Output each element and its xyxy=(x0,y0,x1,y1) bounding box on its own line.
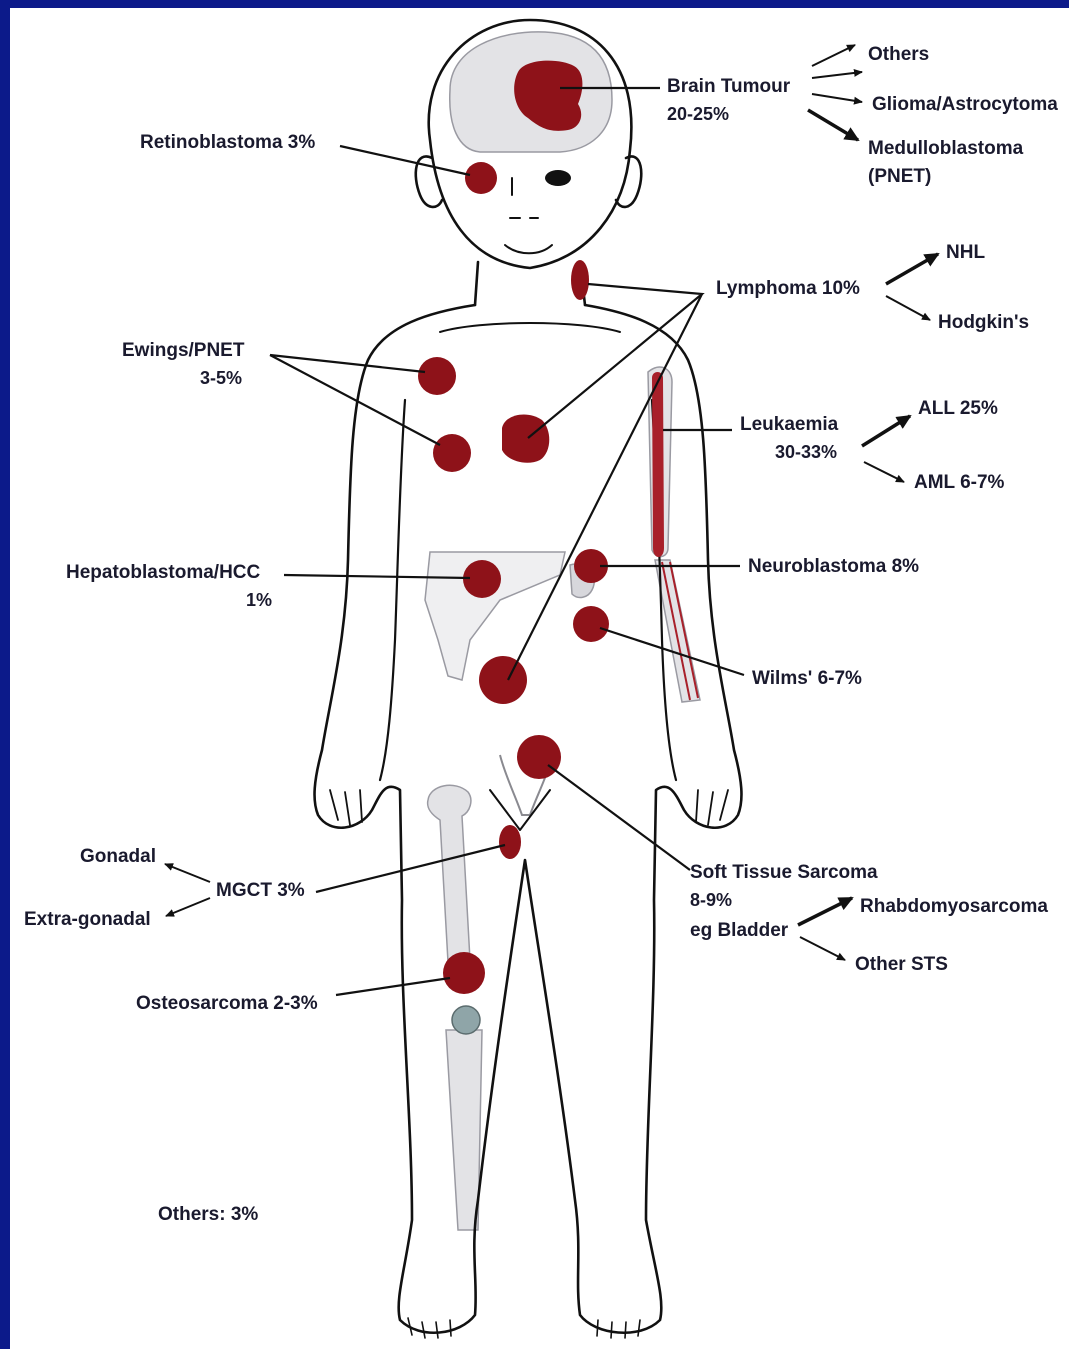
rhabdo-arrow xyxy=(798,898,852,925)
label-brain-pct: 20-25% xyxy=(667,104,729,124)
left-toes xyxy=(408,1318,451,1338)
labels: Brain Tumour 20-25% Others Glioma/Astroc… xyxy=(24,44,1058,1225)
label-osteo: Osteosarcoma 2-3% xyxy=(136,993,318,1014)
other-sts-arrow xyxy=(800,937,845,960)
lymphoma-chest-site xyxy=(502,414,549,462)
right-eye xyxy=(545,170,571,186)
leader-lines xyxy=(270,88,744,995)
ewings-humerus-site xyxy=(433,434,471,472)
lymphoma-neck-site xyxy=(571,260,589,300)
label-pnet-paren: (PNET) xyxy=(868,166,931,187)
label-mgct: MGCT 3% xyxy=(216,880,305,901)
extra-gonadal-arrow xyxy=(166,898,210,916)
right-hand xyxy=(696,790,728,825)
others-arrow-2 xyxy=(812,72,862,78)
label-hepato: Hepatoblastoma/HCC xyxy=(66,562,261,583)
label-extra-gonadal: Extra-gonadal xyxy=(24,909,151,930)
ewings-leader-2 xyxy=(270,355,440,445)
label-others-bottom: Others: 3% xyxy=(158,1204,258,1225)
label-leuk: Leukaemia xyxy=(740,414,839,435)
tibia-bone xyxy=(446,1030,482,1230)
osteosarcoma-site xyxy=(443,952,485,994)
inner-left-arm xyxy=(380,400,405,780)
retino-leader xyxy=(340,146,470,175)
glioma-arrow xyxy=(812,94,862,102)
nhl-arrow xyxy=(886,254,938,284)
label-brain-tumour: Brain Tumour xyxy=(667,76,791,97)
label-ewings-pct: 3-5% xyxy=(200,368,242,388)
leukaemia-marrow xyxy=(652,372,664,557)
lymphoma-leader xyxy=(528,284,702,438)
label-leuk-pct: 30-33% xyxy=(775,442,837,462)
sts-leader xyxy=(548,765,690,870)
label-ewings: Ewings/PNET xyxy=(122,340,245,361)
gonadal-arrow xyxy=(165,864,210,882)
mgct-site xyxy=(499,825,521,859)
label-medullo: Medulloblastoma xyxy=(868,138,1024,159)
label-glioma: Glioma/Astrocytoma xyxy=(872,94,1058,115)
mouth xyxy=(505,245,552,253)
label-aml: AML 6-7% xyxy=(914,472,1005,493)
ewings-leader-1 xyxy=(270,355,425,372)
osteo-leader xyxy=(336,978,450,995)
lymphoma-abdomen-site xyxy=(479,656,527,704)
left-hand xyxy=(330,790,362,825)
label-gonadal: Gonadal xyxy=(80,846,156,867)
wilms-site xyxy=(573,606,609,642)
medullo-arrow xyxy=(808,110,858,140)
aml-arrow xyxy=(864,462,904,482)
label-rhabdo: Rhabdomyosarcoma xyxy=(860,896,1048,917)
collar xyxy=(440,323,620,332)
label-hodgkin: Hodgkin's xyxy=(938,312,1029,333)
label-sts: Soft Tissue Sarcoma xyxy=(690,862,878,883)
label-others-top: Others xyxy=(868,44,929,65)
femur-bone xyxy=(428,785,471,962)
hodgkin-arrow xyxy=(886,296,930,320)
label-retino: Retinoblastoma 3% xyxy=(140,132,315,153)
ewings-rib-site xyxy=(418,357,456,395)
knee-cap xyxy=(452,1006,480,1034)
neck-left xyxy=(475,262,478,305)
label-all: ALL 25% xyxy=(918,398,998,419)
mgct-leader xyxy=(316,845,505,892)
retinoblastoma-site xyxy=(465,162,497,194)
label-hepato-pct: 1% xyxy=(246,590,272,610)
label-sts-pct: 8-9% xyxy=(690,890,732,910)
label-other-sts: Other STS xyxy=(855,954,948,975)
label-sts-eg: eg Bladder xyxy=(690,920,789,941)
anatomy-shading xyxy=(425,32,700,1230)
label-lymphoma: Lymphoma 10% xyxy=(716,278,860,299)
others-arrow xyxy=(812,45,855,66)
label-neuro: Neuroblastoma 8% xyxy=(748,556,919,577)
all-arrow xyxy=(862,416,910,446)
label-nhl: NHL xyxy=(946,242,985,263)
soft-tissue-sarcoma-site xyxy=(517,735,561,779)
label-wilms: Wilms' 6-7% xyxy=(752,668,862,689)
